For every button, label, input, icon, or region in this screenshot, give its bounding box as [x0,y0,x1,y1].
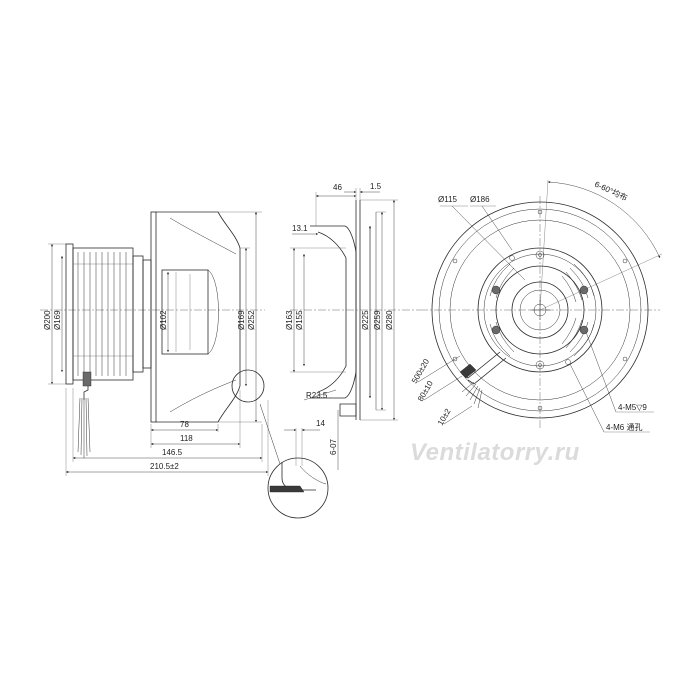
motor-face [489,263,595,357]
dim-d200: Ø200 [43,310,52,330]
dim-210-5: 210.5±2 [150,462,179,471]
dim-d225: Ø225 [361,310,370,330]
dim-r23-5: R23.5 [306,391,328,400]
dim-d115: Ø115 [438,195,458,204]
dim-146-5: 146.5 [162,448,183,457]
dim-d252: Ø252 [247,310,256,330]
dim-d259: Ø259 [373,310,382,330]
dim-d186: Ø186 [470,195,490,204]
dim-13-1: 13.1 [292,224,308,233]
dim-1-5: 1.5 [370,182,382,191]
dim-d280: Ø280 [385,310,394,330]
dim-6-07: 6-07 [329,438,338,455]
dim-14: 14 [316,419,325,428]
inlet-section: 46 1.5 13.1 Ø163 Ø155 Ø225 Ø259 Ø280 R23… [285,182,420,421]
side-view: Ø200 Ø169 Ø102 Ø169 Ø252 78 118 146.5 21… [40,211,269,476]
dim-d102: Ø102 [159,310,168,330]
dim-46: 46 [333,183,342,192]
dim-d163: Ø163 [285,310,294,330]
detail-view: 14 6-07 [259,403,339,519]
dim-angle: 6-60°均布 [593,179,629,203]
callout-m5: 4-M5▽9 [618,403,647,412]
dim-d155: Ø155 [295,310,304,330]
watermark: Ventilatorry.ru [410,439,580,466]
front-view: 6-60°均布 Ø115 Ø186 500±20 80±10 10±2 4-M5… [410,179,663,433]
dim-78: 78 [180,420,189,429]
dim-d169-inlet: Ø169 [237,310,246,330]
callout-m6: 4-M6 通孔 [606,422,642,432]
dim-cable-10: 10±2 [436,407,453,427]
motor-fins [73,252,133,376]
dim-d169-motor: Ø169 [53,310,62,330]
dim-118: 118 [180,434,193,443]
